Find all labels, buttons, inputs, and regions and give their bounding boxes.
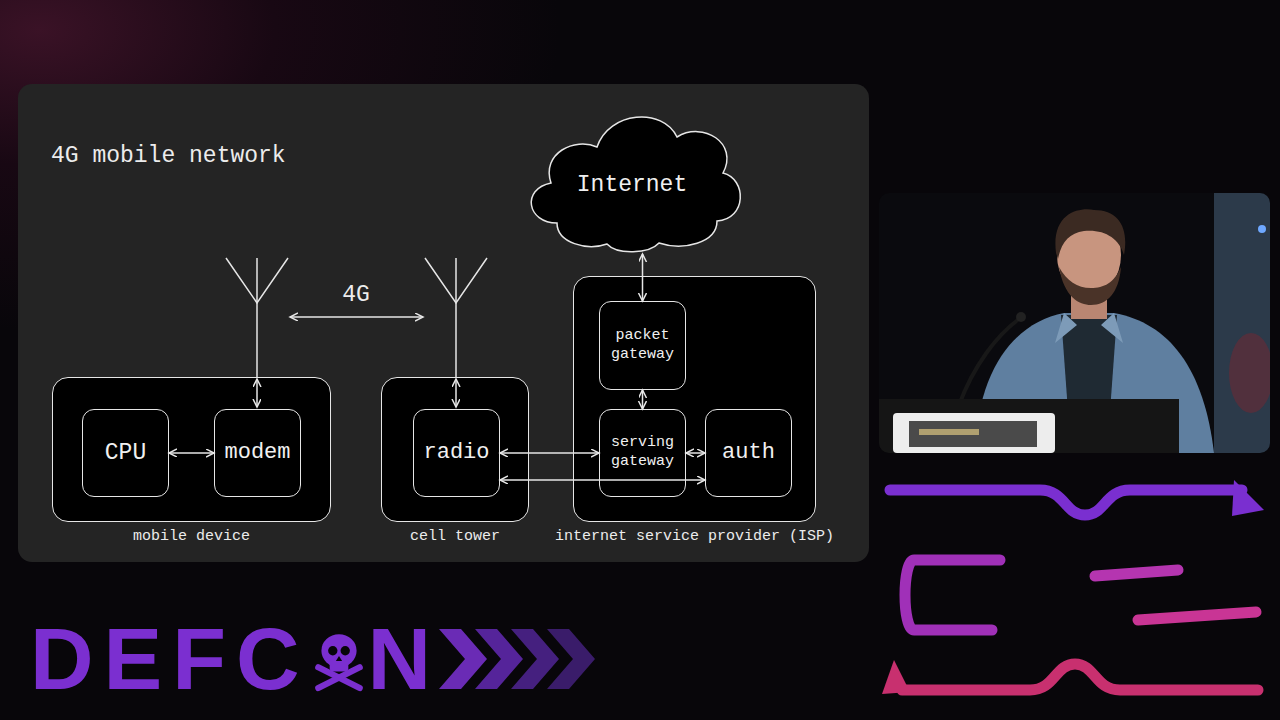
antenna-symbol	[425, 258, 487, 407]
connector-arrow	[169, 452, 214, 454]
connector-arrow	[686, 452, 705, 454]
component-box: CPU	[82, 409, 169, 497]
connector-arrow	[500, 452, 599, 454]
radio-link-arrow	[290, 316, 423, 318]
component-box: auth	[705, 409, 792, 497]
node-label: modem	[224, 439, 290, 467]
logo-text: DEFC	[30, 615, 310, 703]
connector-arrow	[642, 254, 644, 301]
node-label: serving gateway	[606, 434, 679, 472]
node-label: CPU	[105, 439, 146, 468]
conference-mark	[880, 480, 1270, 702]
node-label: radio	[423, 439, 489, 467]
connector-arrow	[500, 479, 705, 481]
device-group: mobile deviceCPUmodem	[52, 377, 331, 522]
speaker-video	[879, 193, 1270, 453]
group-caption: internet service provider (ISP)	[494, 528, 895, 545]
skull-icon	[310, 625, 368, 693]
isp-group: internet service provider (ISP)packet ga…	[573, 276, 816, 522]
chevron-graphic	[439, 627, 599, 691]
internet-cloud: Internet	[517, 103, 747, 254]
component-box: modem	[214, 409, 301, 497]
slide-title: 4G mobile network	[51, 143, 286, 169]
node-label: auth	[722, 439, 775, 467]
node-label: Internet	[577, 171, 687, 200]
component-box: packet gateway	[599, 301, 686, 390]
tower-group: cell towerradio	[381, 377, 529, 522]
defcon-logo: DEFC N	[30, 614, 599, 704]
antenna-symbol	[226, 258, 288, 407]
connector-arrow	[642, 390, 644, 409]
node-label: packet gateway	[606, 327, 679, 365]
component-box: serving gateway	[599, 409, 686, 497]
group-caption: mobile device	[0, 528, 410, 545]
logo-text: N	[368, 615, 432, 703]
component-box: radio	[413, 409, 500, 497]
link-label: 4G	[316, 282, 396, 308]
